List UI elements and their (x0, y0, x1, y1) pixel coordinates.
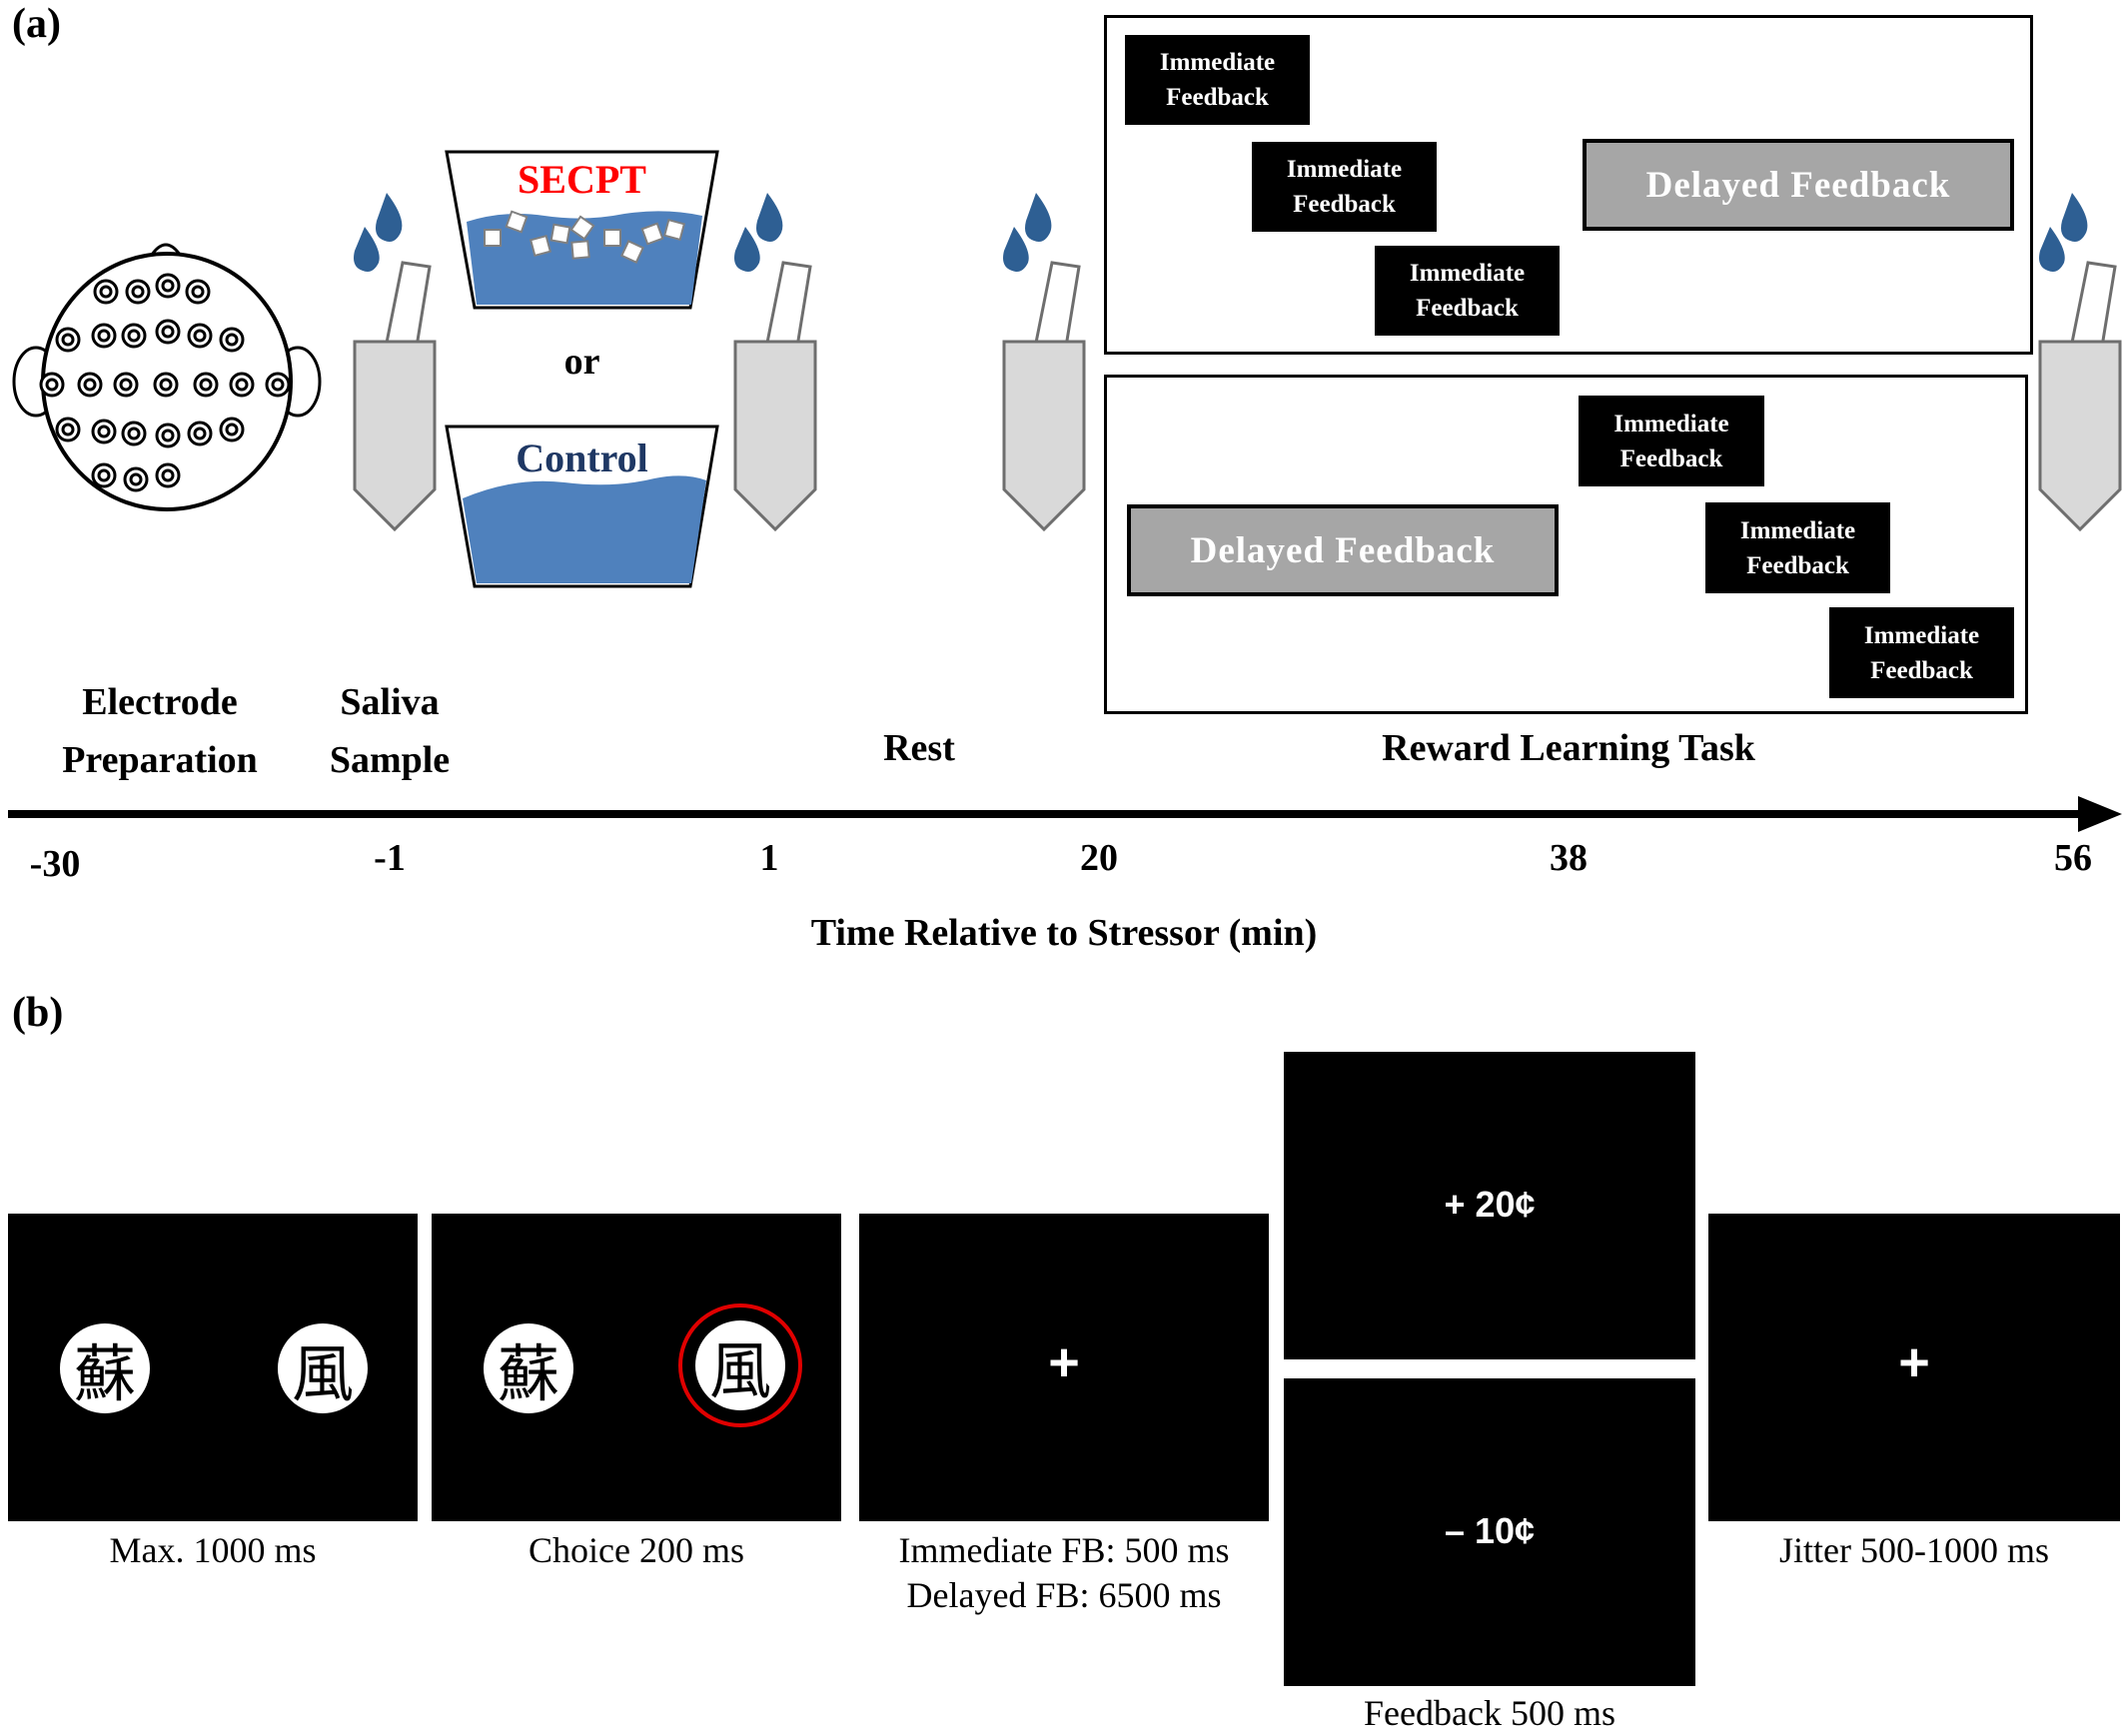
electrode-center (235, 378, 249, 392)
control-label: Control (516, 435, 648, 480)
immediate-feedback-box: Immediate Feedback (1125, 35, 1310, 125)
options-caption: Max. 1000 ms (109, 1530, 317, 1570)
electrode-center (99, 285, 113, 299)
time-axis-label: Time Relative to Stressor (min) (810, 912, 1318, 954)
electrode-center (193, 329, 207, 343)
electrode-center (129, 472, 143, 486)
tick-label: -30 (29, 843, 81, 885)
jitter-screen: + (1708, 1214, 2120, 1521)
reward-learning-task-label: Reward Learning Task (1382, 727, 1755, 769)
tick-label: 38 (1550, 837, 1588, 879)
win-amount: + 20¢ (1444, 1184, 1536, 1225)
panel-a-label: (a) (12, 1, 61, 47)
electrode-center (97, 329, 111, 343)
task-block-2 (1104, 375, 2028, 714)
panel-b-label: (b) (12, 990, 64, 1036)
saliva-sample-icon (1002, 193, 1086, 532)
stimulus-symbol-left: 蘇 (60, 1323, 150, 1413)
or-label: or (563, 341, 600, 383)
electrode-center (161, 325, 175, 339)
eeg-head-icon (12, 243, 322, 511)
jitter-caption: Jitter 500-1000 ms (1779, 1530, 2049, 1570)
secpt-label: SECPT (518, 157, 646, 202)
immediate-feedback-box: Immediate Feedback (1829, 607, 2014, 698)
loss-feedback-screen: – 10¢ (1284, 1378, 1695, 1686)
tick-label: 1 (759, 837, 779, 879)
electrode-center (45, 378, 59, 392)
electrode-center (191, 285, 205, 299)
electrode-center (97, 425, 111, 438)
immediate-feedback-box: Immediate Feedback (1252, 142, 1437, 232)
secpt-bucket: SECPT (445, 150, 719, 310)
ice-water-icon (445, 150, 719, 310)
delayed-feedback-box: Delayed Feedback (1127, 504, 1559, 596)
choice-caption: Choice 200 ms (529, 1530, 744, 1570)
electrode-center (193, 427, 207, 440)
feedback-caption: Feedback 500 ms (1364, 1693, 1615, 1733)
stimulus-symbol-right: 風 (695, 1320, 785, 1410)
electrode-center (199, 378, 213, 392)
saliva-sample-icon (2038, 193, 2122, 532)
electrode-center (83, 378, 97, 392)
electrode-center (61, 423, 75, 436)
timeline-arrow (8, 796, 2122, 832)
electrode-center (61, 333, 75, 347)
saliva-sample-icon (353, 193, 437, 532)
water-icon (445, 425, 719, 588)
saliva-sample-label: Saliva Sample (329, 681, 451, 781)
electrode-center (161, 429, 175, 442)
fixation-cross: + (1048, 1332, 1080, 1392)
delay-caption-delayed: Delayed FB: 6500 ms (906, 1575, 1222, 1615)
choice-highlight-ring (678, 1303, 802, 1427)
stimulus-symbol-right: 風 (278, 1323, 368, 1413)
electrode-center (131, 285, 145, 299)
electrode-preparation-label: Electrode Preparation (62, 681, 258, 781)
electrode-center (161, 279, 175, 293)
delay-screen: + (859, 1214, 1269, 1521)
stimulus-symbol-left: 蘇 (484, 1323, 573, 1413)
choice-screen: 蘇 風 (432, 1214, 841, 1521)
electrode-center (225, 333, 239, 347)
electrode-center (271, 378, 285, 392)
delay-caption-immediate: Immediate FB: 500 ms (898, 1530, 1230, 1570)
fixation-cross: + (1898, 1332, 1930, 1392)
saliva-sample-icon (733, 193, 817, 532)
rest-label: Rest (883, 727, 955, 769)
electrode-center (127, 427, 141, 440)
electrode-center (119, 378, 133, 392)
control-bucket: Control (445, 425, 719, 589)
electrode-center (159, 378, 173, 392)
tick-label: 20 (1080, 837, 1118, 879)
immediate-feedback-box: Immediate Feedback (1579, 396, 1764, 486)
loss-amount: – 10¢ (1444, 1510, 1536, 1551)
immediate-feedback-box: Immediate Feedback (1705, 502, 1890, 593)
delayed-feedback-box: Delayed Feedback (1583, 139, 2014, 231)
electrode-center (161, 468, 175, 482)
electrode-center (97, 468, 111, 482)
electrode-center (127, 329, 141, 343)
tick-label: -1 (374, 837, 406, 879)
task-block-1 (1104, 15, 2033, 355)
electrode-center (225, 423, 239, 436)
win-feedback-screen: + 20¢ (1284, 1052, 1695, 1359)
tick-label: 56 (2054, 837, 2092, 879)
immediate-feedback-box: Immediate Feedback (1375, 246, 1560, 336)
options-screen: 蘇 風 (8, 1214, 418, 1521)
